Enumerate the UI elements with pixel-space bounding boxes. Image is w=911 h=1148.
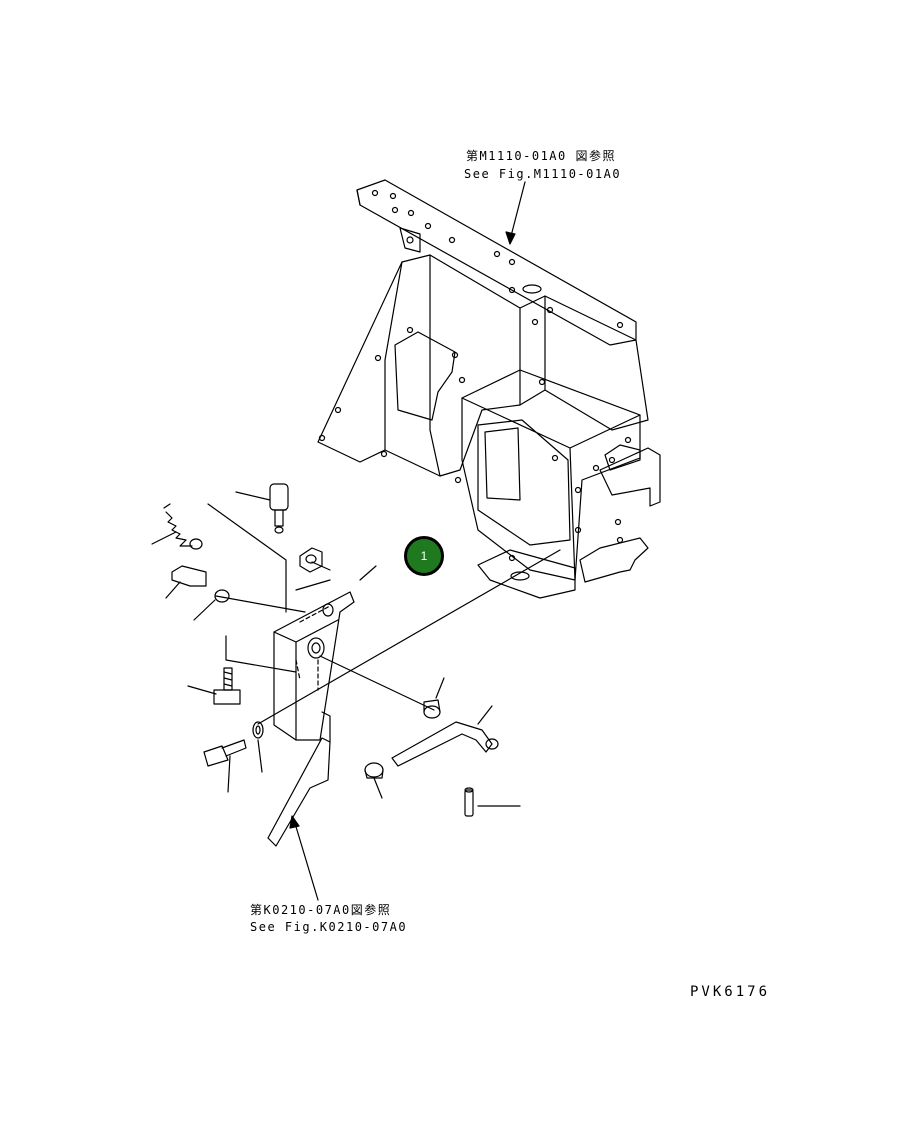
callout-marker[interactable]: 1 <box>404 536 444 576</box>
drawing-code: PVK6176 <box>690 984 771 1000</box>
top-ref-en: See Fig.M1110-01A0 <box>464 167 622 181</box>
pedal-bracket-assembly <box>163 483 499 847</box>
leader-lines <box>151 491 561 807</box>
bottom-ref-jp: 第K0210-07A0図参照 <box>250 903 392 917</box>
bottom-ref-arrowhead <box>289 815 300 829</box>
switch <box>269 483 289 534</box>
top-ref-arrowhead <box>505 231 516 245</box>
main-frame <box>317 179 661 599</box>
shaft <box>391 721 499 767</box>
bolt-lower <box>203 739 247 767</box>
callout-label: 1 <box>420 549 428 563</box>
flange-holes <box>371 189 624 329</box>
bolt-left <box>213 667 241 705</box>
top-ref-jp: 第M1110-01A0 図参照 <box>466 149 616 163</box>
spring <box>163 503 203 550</box>
top-ref-arrow <box>509 181 526 241</box>
bottom-ref-en: See Fig.K0210-07A0 <box>250 920 408 934</box>
bottom-ref-arrow <box>293 819 319 901</box>
